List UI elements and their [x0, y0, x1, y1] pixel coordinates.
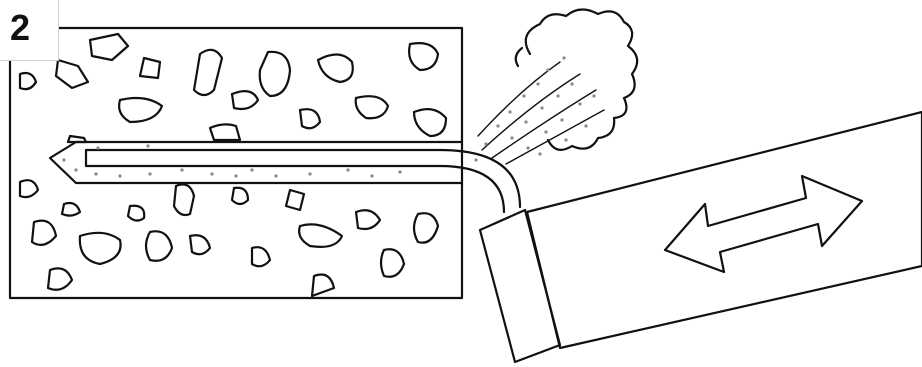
- dust-stream-icon: [474, 56, 605, 165]
- double-arrow-icon: [663, 174, 864, 274]
- step-label-box: 2: [0, 0, 59, 61]
- dust-particles-hole: [62, 144, 402, 178]
- blow-tube-icon: [84, 148, 522, 214]
- step-number: 2: [10, 7, 31, 48]
- hand-pump-icon: [478, 110, 922, 364]
- concrete-block-icon: [8, 26, 464, 300]
- aggregate-stones: [18, 32, 448, 298]
- drill-hole-icon: [48, 140, 464, 185]
- dust-cloud-icon: [514, 8, 639, 151]
